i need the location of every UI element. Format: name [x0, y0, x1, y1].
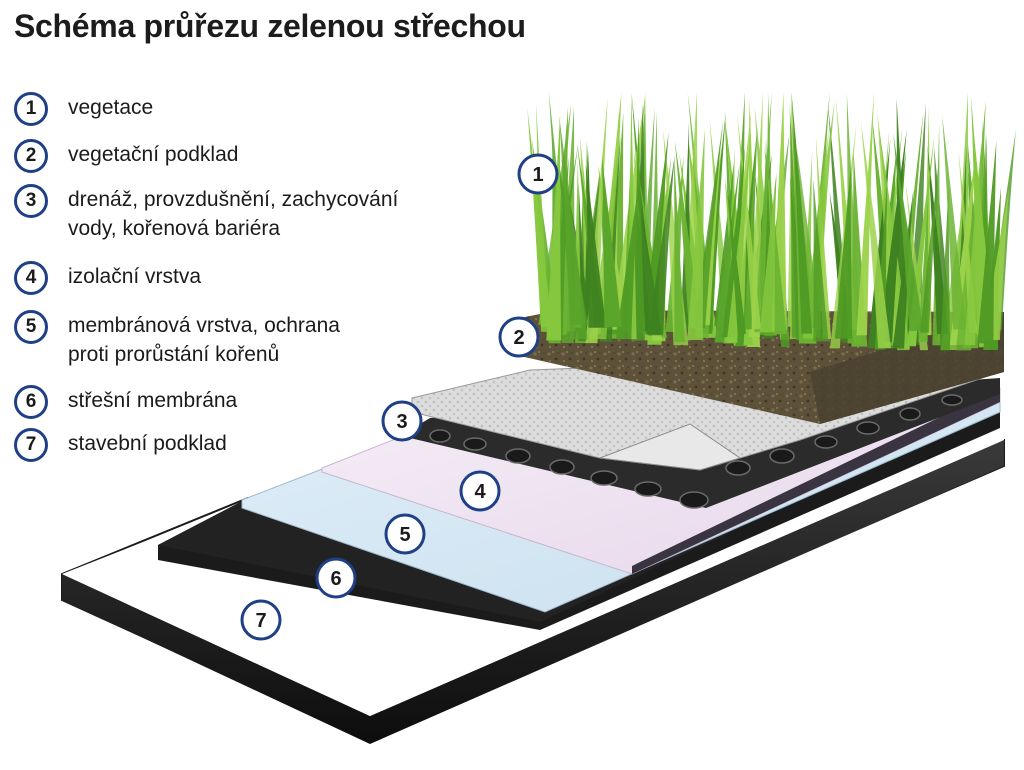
legend-label: vegetace [68, 93, 153, 122]
vegetation-grass [527, 92, 1016, 351]
legend-label: izolační vrstva [68, 262, 201, 291]
grass-blade [768, 161, 787, 335]
grass-blade [964, 145, 982, 346]
grass-blade [674, 154, 685, 342]
grass-blade [977, 140, 997, 344]
legend-item-insulation: 4 izolační vrstva [14, 261, 201, 295]
callout-number: 2 [513, 327, 524, 349]
legend-label-line: střešní membrána [68, 389, 238, 412]
grass-blade [815, 135, 832, 339]
grass-blade [527, 108, 552, 327]
grass-blade [892, 189, 914, 349]
legend-label: stavební podklad [68, 429, 227, 458]
callout-number: 6 [330, 568, 341, 590]
legend-item-roof-membrane: 6 střešní membrána [14, 385, 237, 419]
callout-badge-7: 7 [240, 599, 282, 641]
legend-label-line: vody, kořenová bariéra [68, 217, 281, 240]
callout-number: 7 [255, 610, 266, 632]
grass-blade [754, 92, 772, 333]
legend-number-badge: 7 [14, 428, 48, 462]
drainage-cups [429, 394, 963, 509]
layer-insulation-edge [632, 388, 1000, 574]
legend-number-badge: 2 [14, 139, 48, 173]
callout-number: 4 [474, 481, 486, 503]
grass-blade [791, 92, 813, 334]
callout-badge-3: 3 [381, 400, 423, 442]
legend-item-growing-medium: 2 vegetační podklad [14, 139, 238, 173]
legend-number-badge: 6 [14, 385, 48, 419]
callout-number: 3 [396, 411, 407, 433]
grass-blade [813, 179, 829, 342]
legend-number-badge: 1 [14, 92, 48, 126]
legend-item-root-barrier: 5 membránová vrstva, ochrana proti prorů… [14, 310, 340, 369]
grass-blade [585, 164, 607, 328]
callout-badge-5: 5 [384, 513, 426, 555]
callout-badge-4: 4 [459, 470, 501, 512]
grass-blade [637, 183, 662, 335]
grass-blade [615, 187, 639, 340]
legend-number-badge: 4 [14, 261, 48, 295]
grass-blade [687, 128, 705, 341]
callout-number: 5 [399, 524, 410, 546]
legend-label: vegetační podklad [68, 140, 238, 169]
callout-badge-2: 2 [498, 316, 540, 358]
legend-number-badge: 3 [14, 184, 48, 218]
legend-label-line: izolační vrstva [68, 265, 202, 288]
geotextile-fold [599, 423, 742, 471]
legend-item-vegetation: 1 vegetace [14, 92, 153, 126]
grass-blade [759, 175, 776, 333]
legend-label-line: stavební podklad [68, 432, 227, 455]
grass-blade [559, 116, 588, 340]
grass-blade [726, 132, 752, 343]
grass-blade [834, 168, 853, 339]
grass-blade [942, 115, 967, 330]
legend-label-line: vegetace [68, 96, 154, 119]
callout-badge-1: 1 [517, 153, 559, 195]
grass-blade [860, 121, 891, 349]
legend-item-structural-base: 7 stavební podklad [14, 428, 227, 462]
legend-label-line: proti prorůstání kořenů [68, 343, 280, 366]
legend-number-badge: 5 [14, 310, 48, 344]
legend-label-line: drenáž, provzdušnění, zachycování [68, 188, 399, 211]
grass-blade [927, 145, 949, 334]
legend-label: membránová vrstva, ochrana proti prorůst… [68, 311, 340, 369]
layer-legend: 1 vegetace 2 vegetační podklad 3 drenáž,… [14, 0, 534, 480]
callout-badges: 1 2 3 4 5 6 7 [240, 153, 559, 641]
grass-blade [714, 162, 740, 343]
grass-blade [894, 147, 924, 331]
grass-blade [726, 183, 746, 335]
legend-label-line: membránová vrstva, ochrana [68, 314, 340, 337]
grass-blade [920, 163, 939, 333]
legend-label: drenáž, provzdušnění, zachycování vody, … [68, 185, 398, 243]
diagram-title: Schéma průřezu zelenou střechou [14, 8, 526, 44]
callout-badge-6: 6 [315, 557, 357, 599]
grass-blade [940, 183, 951, 351]
grass-blade [601, 156, 622, 328]
legend-item-drainage: 3 drenáž, provzdušnění, zachycování vody… [14, 184, 398, 243]
grass-blade [856, 92, 875, 336]
legend-label-line: vegetační podklad [68, 143, 239, 166]
legend-label: střešní membrána [68, 386, 237, 415]
callout-number: 1 [532, 164, 543, 186]
